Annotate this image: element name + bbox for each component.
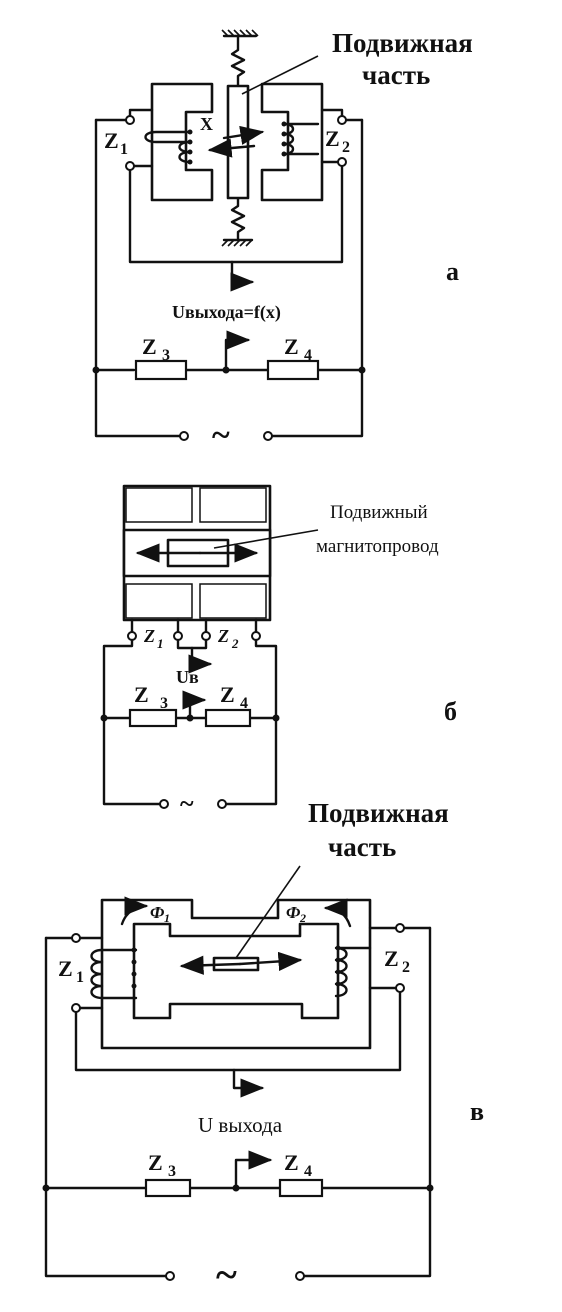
- z2-sub-b: 2: [231, 636, 239, 651]
- ac-terminal-left: [179, 431, 189, 441]
- winding-z1-top: [125, 487, 193, 523]
- arrow-right: [222, 125, 265, 145]
- winding-z1-bottom: [125, 583, 193, 619]
- moving-part-label-v: Подвижная: [308, 798, 449, 828]
- resistor-z3-v: [144, 1178, 192, 1198]
- diagram-b-label: б: [444, 697, 457, 726]
- flux-arrow-1: [120, 896, 149, 926]
- z4-label-b: Z: [220, 682, 235, 707]
- winding-z2-top: [199, 487, 267, 523]
- resistor-z4-v: [278, 1178, 324, 1198]
- moving-core-label-2: магнитопровод: [316, 536, 439, 557]
- z1-label-b: Z: [143, 626, 155, 646]
- winding-z2-bottom: [199, 583, 267, 619]
- z4-sub-b: 4: [240, 695, 248, 712]
- z1-sub-b: 1: [157, 636, 164, 651]
- bottom-ground-icon: [221, 238, 254, 247]
- z3-sub-b: 3: [160, 695, 168, 712]
- z4-label-v: Z: [284, 1150, 299, 1175]
- output-arrow-v-bottom: [234, 1150, 273, 1190]
- output-arrow-a-bottom: [224, 330, 251, 372]
- ac-source-a: ~: [212, 417, 230, 454]
- z2-label-a: Z: [325, 126, 340, 151]
- phi2-label: Ф: [286, 903, 301, 922]
- z2-label-b: Z: [217, 626, 229, 646]
- z1-sub-a: 1: [120, 141, 128, 158]
- z1-label-a: Z: [104, 128, 119, 153]
- right-coil: [282, 122, 320, 156]
- output-arrow-v-top: [232, 1068, 265, 1098]
- ac-source-v: ~: [216, 1252, 237, 1297]
- z3-label-a: Z: [142, 334, 157, 359]
- resistor-z3: [134, 359, 188, 381]
- phi1-sub: 1: [164, 911, 170, 925]
- output-label-a: Uвыхода=f(x): [172, 302, 281, 323]
- z2-sub-v: 2: [402, 959, 410, 976]
- ac-terminal-right: [263, 431, 273, 441]
- phi1-label: Ф: [150, 903, 165, 922]
- ac-source-b: ~: [180, 789, 194, 818]
- z2-label-v: Z: [384, 946, 399, 971]
- z4-label-a: Z: [284, 334, 299, 359]
- output-label-b: Uв: [176, 667, 199, 687]
- moving-part-label-v-2: часть: [328, 832, 396, 862]
- moving-part-label-a-2: часть: [362, 60, 430, 90]
- top-spring: [230, 34, 246, 88]
- z1-sub-v: 1: [76, 969, 84, 986]
- z4-sub-v: 4: [304, 1163, 312, 1180]
- resistor-z4-b: [204, 708, 252, 728]
- moving-armature: [226, 84, 250, 200]
- z3-sub-a: 3: [162, 347, 170, 364]
- arrow-left: [207, 138, 256, 158]
- moving-part-label-a: Подвижная: [332, 28, 473, 58]
- moving-core-label: Подвижный: [330, 502, 428, 523]
- diagram-v-label: в: [470, 1097, 484, 1126]
- resistor-z3-b: [128, 708, 178, 728]
- bottom-spring: [230, 196, 246, 242]
- x-label: X: [200, 114, 213, 134]
- z4-sub-a: 4: [304, 347, 312, 364]
- output-arrow-b-bottom: [182, 690, 207, 720]
- flux-arrow-2: [323, 898, 352, 928]
- diagram-a: Подвижная часть Z 1 Z 2 X а Uвыхода=f(x)…: [92, 28, 473, 454]
- z3-label-v: Z: [148, 1150, 163, 1175]
- diagram-a-label: а: [446, 257, 459, 286]
- output-arrow-a-top: [230, 260, 255, 292]
- output-label-v: U выхода: [198, 1113, 283, 1137]
- resistor-z4: [266, 359, 320, 381]
- diagram-v: Подвижная часть Ф 1 Ф 2 Z 1 Z 2 U выхода…: [42, 798, 484, 1297]
- phi2-sub: 2: [299, 911, 306, 925]
- right-coil-v: [334, 946, 372, 998]
- diagram-b: Подвижный магнитопровод Z 1 Z 2 Uв Z 3 Z…: [100, 484, 457, 818]
- top-ground-icon: [221, 29, 259, 38]
- z2-sub-a: 2: [342, 139, 350, 156]
- z3-sub-v: 3: [168, 1163, 176, 1180]
- output-arrow-b-top: [188, 646, 213, 674]
- z3-label-b: Z: [134, 682, 149, 707]
- z1-label-v: Z: [58, 956, 73, 981]
- left-coil: [144, 130, 192, 164]
- left-coil-v: [90, 948, 138, 1000]
